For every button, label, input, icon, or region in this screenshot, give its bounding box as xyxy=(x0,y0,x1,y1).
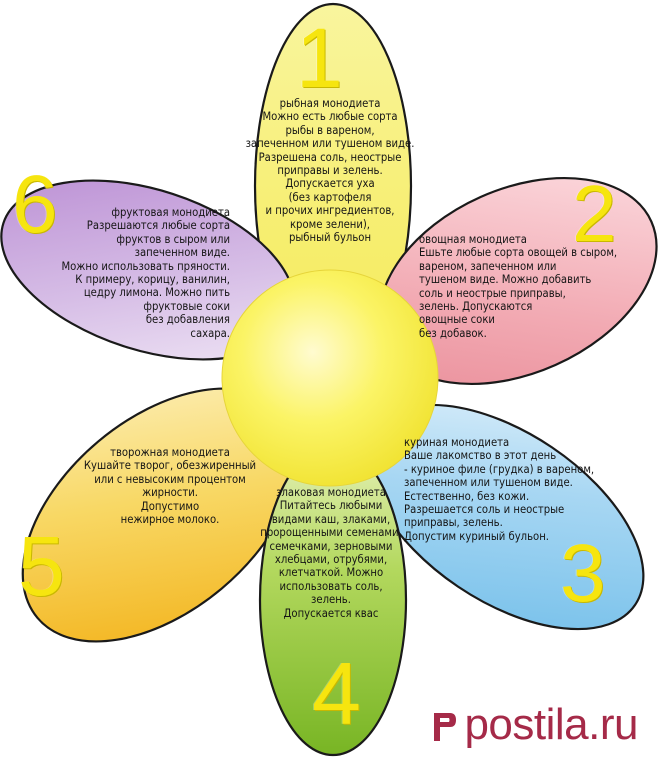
petal-number-6: 6 xyxy=(12,159,58,250)
postila-logo-icon xyxy=(430,705,460,745)
petal-3-text: куриная монодиета Ваше лакомство в этот … xyxy=(404,436,595,543)
watermark: postila.ru xyxy=(430,700,638,750)
watermark-text: postila.ru xyxy=(464,700,638,749)
petal-number-4: 4 xyxy=(312,644,361,743)
petal-number-3: 3 xyxy=(560,528,606,619)
petal-5-text: творожная монодиета Кушайте творог, обез… xyxy=(83,446,257,527)
petal-6-text: фруктовая монодиета Разрешаются любые со… xyxy=(61,206,230,340)
petal-4-text: злаковая монодиета Питайтесь любыми вида… xyxy=(260,486,402,620)
petal-1-text: рыбная монодиета Можно есть любые сорта … xyxy=(245,97,415,245)
petal-2-text: овощная монодиета Ешьте любые сорта овощ… xyxy=(419,233,618,340)
flower-center xyxy=(221,269,439,487)
petal-number-2: 2 xyxy=(572,169,617,258)
petal-number-5: 5 xyxy=(18,519,65,613)
petal-number-1: 1 xyxy=(296,11,343,105)
